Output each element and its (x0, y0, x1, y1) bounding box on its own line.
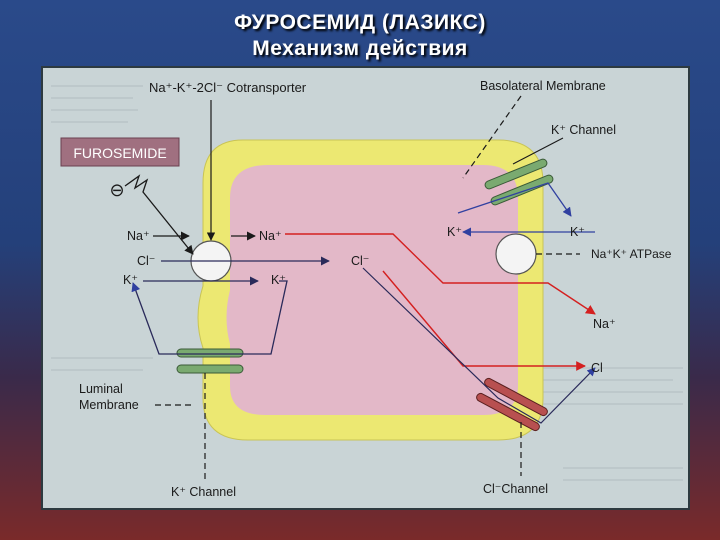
ion-cl-cell: Cl⁻ (351, 254, 369, 268)
k-channel-top-label: K⁺ Channel (551, 123, 616, 137)
slide-title: ФУРОСЕМИД (ЛАЗИКС) Механизм действия (0, 10, 720, 62)
ion-cl-out: Cl (591, 361, 603, 375)
furosemide-label: FUROSEMIDE (73, 145, 166, 161)
ion-k-left: K⁺ (123, 273, 138, 287)
cell-cytoplasm (227, 165, 519, 415)
cl-channel-label: Cl⁻Channel (483, 482, 548, 496)
atpase-circle (496, 234, 536, 274)
ion-k-atpase-left: K⁺ (447, 225, 462, 239)
ion-k-cell: K⁺ (271, 273, 286, 287)
ion-cl-left: Cl⁻ (137, 254, 155, 268)
diagram-figure: FUROSEMIDE ⊖ Na⁺-K⁺-2Cl⁻ Cotransporter B… (41, 66, 690, 510)
ion-na-out: Na⁺ (593, 317, 616, 331)
title-line-2: Механизм действия (0, 36, 720, 62)
nephron-cell-diagram: FUROSEMIDE ⊖ Na⁺-K⁺-2Cl⁻ Cotransporter B… (43, 68, 688, 508)
atpase-label: Na⁺K⁺ ATPase (591, 247, 672, 261)
ion-k-atpase-right: K⁺ (570, 225, 585, 239)
luminal-label-1: Luminal (79, 382, 123, 396)
inhibit-symbol: ⊖ (109, 180, 124, 200)
k-channel-bottom-label: K⁺ Channel (171, 485, 236, 499)
luminal-label-2: Membrane (79, 398, 139, 412)
basolateral-label: Basolateral Membrane (480, 79, 606, 93)
title-line-1: ФУРОСЕМИД (ЛАЗИКС) (0, 10, 720, 36)
ion-na-cell: Na⁺ (259, 229, 282, 243)
ion-na-left: Na⁺ (127, 229, 150, 243)
cotransporter-label: Na⁺-K⁺-2Cl⁻ Cotransporter (149, 80, 307, 95)
